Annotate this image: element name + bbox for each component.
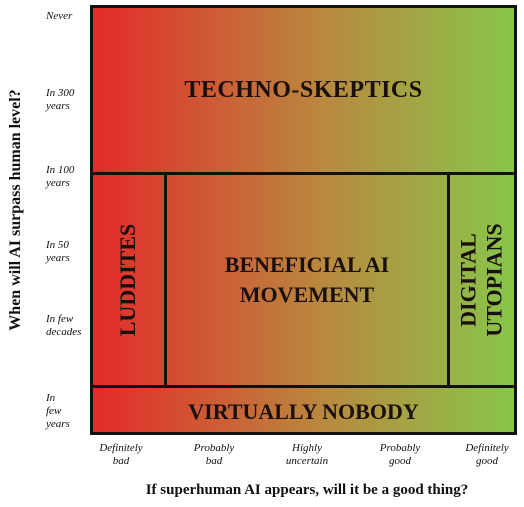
y-tick-few-decades: In few decades — [46, 313, 81, 339]
x-axis-label: If superhuman AI appears, will it be a g… — [145, 482, 469, 498]
x-tick-line: good — [476, 455, 498, 467]
region-label-line: UTOPIANS — [482, 223, 508, 337]
divider-luddites — [164, 175, 167, 385]
x-tick-definitely-bad: Definitely bad — [86, 442, 156, 468]
x-tick-line: Probably — [379, 442, 421, 454]
y-axis-label-container: When will AI surpass human level? — [0, 0, 30, 460]
y-tick-line: In few — [46, 313, 74, 325]
region-label: LUDDITES — [115, 223, 141, 337]
y-tick-50-years: In 50 years — [46, 239, 70, 265]
region-label-line: MOVEMENT — [239, 282, 375, 307]
divider-100-years — [93, 172, 514, 175]
y-tick-line: In 100 — [46, 164, 75, 176]
x-tick-line: Highly — [292, 442, 322, 454]
y-tick-line: In 300 — [46, 87, 75, 99]
x-tick-line: Definitely — [465, 442, 509, 454]
region-label: DIGITAL UTOPIANS — [456, 223, 508, 336]
y-tick-line: Never — [46, 10, 73, 22]
x-tick-probably-good: Probably good — [365, 442, 435, 468]
region-label-line: DIGITAL — [456, 233, 482, 327]
region-luddites: LUDDITES — [93, 175, 164, 385]
region-label: VIRTUALLY NOBODY — [188, 398, 419, 424]
x-tick-probably-bad: Probably bad — [179, 442, 249, 468]
y-tick-few-years: In few years — [46, 392, 70, 431]
x-tick-definitely-good: Definitely good — [452, 442, 522, 468]
y-tick-line: years — [46, 177, 70, 189]
x-tick-line: good — [389, 455, 411, 467]
y-tick-line: In 50 — [46, 239, 69, 251]
y-tick-never: Never — [46, 10, 72, 23]
x-tick-line: Definitely — [99, 442, 143, 454]
y-tick-100-years: In 100 years — [46, 164, 74, 190]
y-tick-line: years — [46, 252, 70, 264]
x-tick-line: Probably — [193, 442, 235, 454]
y-tick-line: In — [46, 392, 56, 404]
y-axis-label: When will AI surpass human level? — [7, 89, 24, 331]
region-label-line: BENEFICIAL AI — [224, 252, 390, 277]
x-tick-line: bad — [112, 455, 130, 467]
divider-few-years — [93, 385, 514, 388]
region-label: TECHNO-SKEPTICS — [184, 76, 423, 103]
quadrant-plot: TECHNO-SKEPTICS LUDDITES BENEFICIAL AI M… — [90, 5, 517, 435]
y-tick-line: decades — [46, 326, 82, 338]
region-beneficial-ai-movement: BENEFICIAL AI MOVEMENT — [167, 175, 447, 385]
y-tick-line: years — [46, 418, 70, 430]
y-tick-300-years: In 300 years — [46, 87, 74, 113]
x-tick-line: uncertain — [285, 455, 329, 467]
region-digital-utopians: DIGITAL UTOPIANS — [450, 175, 514, 385]
region-techno-skeptics: TECHNO-SKEPTICS — [93, 8, 514, 172]
y-tick-line: years — [46, 100, 70, 112]
region-virtually-nobody: VIRTUALLY NOBODY — [93, 388, 514, 435]
x-tick-line: bad — [205, 455, 223, 467]
y-tick-line: few — [46, 405, 62, 417]
divider-utopians — [447, 175, 450, 385]
x-tick-highly-uncertain: Highly uncertain — [272, 442, 342, 468]
